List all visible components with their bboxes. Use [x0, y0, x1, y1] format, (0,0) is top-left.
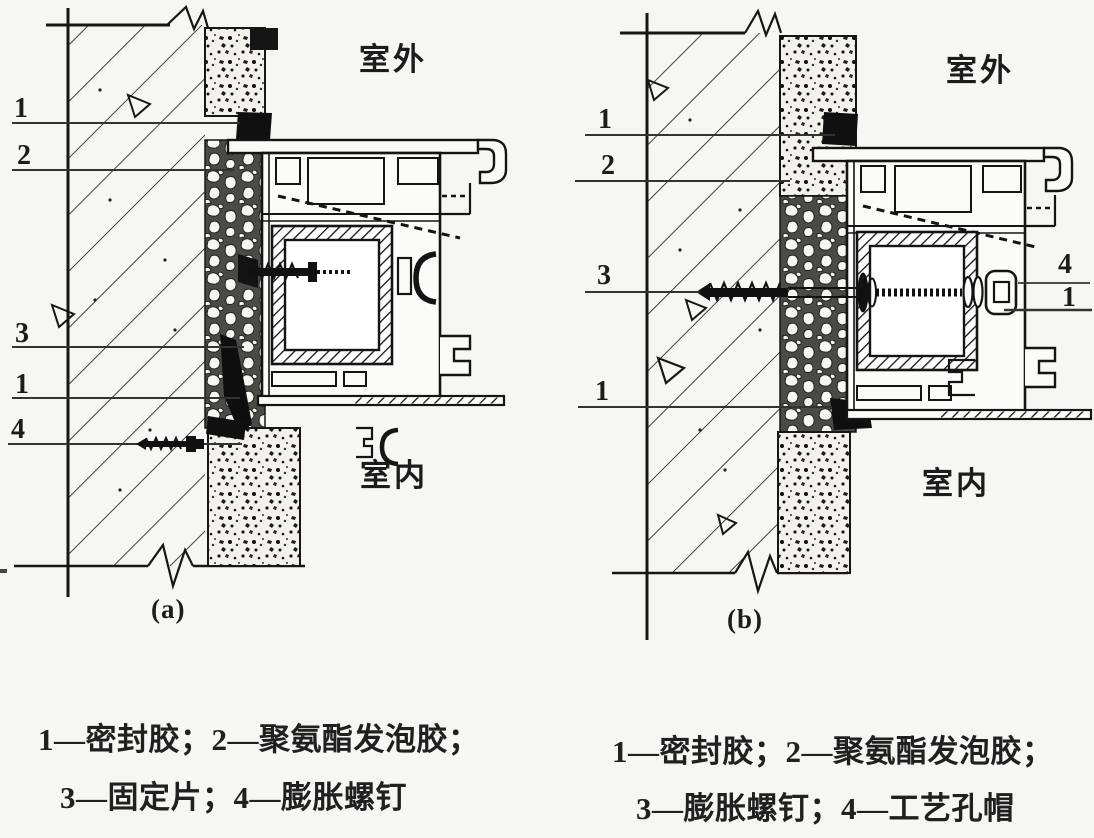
panel-a-expansion-screw [136, 435, 204, 452]
panel-a-frame-screw [238, 254, 352, 288]
callout-b-3: 3 [597, 260, 611, 291]
fixing-plate-a [220, 334, 252, 434]
panel-a-wall [0, 5, 305, 597]
glazing-clip-a [413, 251, 437, 305]
panel-b-leader-lines [575, 134, 1092, 408]
caption-a-line1: 1—密封胶；2—聚氨酯发泡胶； [38, 722, 480, 757]
callout-a-1-top: 1 [14, 93, 28, 124]
outdoor-label-b: 室外 [946, 53, 1014, 88]
callout-a-4: 4 [11, 414, 25, 445]
callout-b-1-bottom: 1 [595, 376, 609, 407]
panel-a-concrete-and-foam [204, 27, 301, 567]
indoor-label-b: 室内 [922, 466, 990, 501]
callout-b-2: 2 [601, 150, 615, 181]
sealant-outdoor-a [236, 112, 272, 140]
process-hole-cap [984, 269, 1018, 316]
caption-b-line2: 3—膨胀螺钉；4—工艺孔帽 [636, 791, 1015, 826]
caption-a-line2: 3—固定片；4—膨胀螺钉 [60, 780, 407, 815]
panel-a-sublabel: (a) [151, 594, 186, 624]
callout-a-3: 3 [15, 318, 29, 349]
panel-b-sublabel: (b) [727, 604, 763, 634]
sealant-indoor-a [206, 416, 246, 440]
panel-a-window-frame [226, 138, 508, 467]
outdoor-label-a: 室外 [359, 42, 427, 77]
callout-b-4-right: 4 [1058, 249, 1072, 280]
callout-a-1-bottom: 1 [15, 369, 29, 400]
panel-b-window-frame [811, 146, 1093, 421]
panel-b-concrete-and-foam [777, 35, 872, 574]
callout-b-1-right: 1 [1062, 282, 1076, 313]
sealant-outdoor-b [822, 112, 858, 146]
panel-b-wall [612, 8, 848, 640]
indoor-label-a: 室内 [360, 458, 428, 493]
panel-b-expansion-screw [696, 269, 1018, 316]
callout-a-2: 2 [17, 140, 31, 171]
caption-b-line1: 1—密封胶；2—聚氨酯发泡胶； [612, 734, 1054, 769]
callout-b-1-top: 1 [598, 104, 612, 135]
